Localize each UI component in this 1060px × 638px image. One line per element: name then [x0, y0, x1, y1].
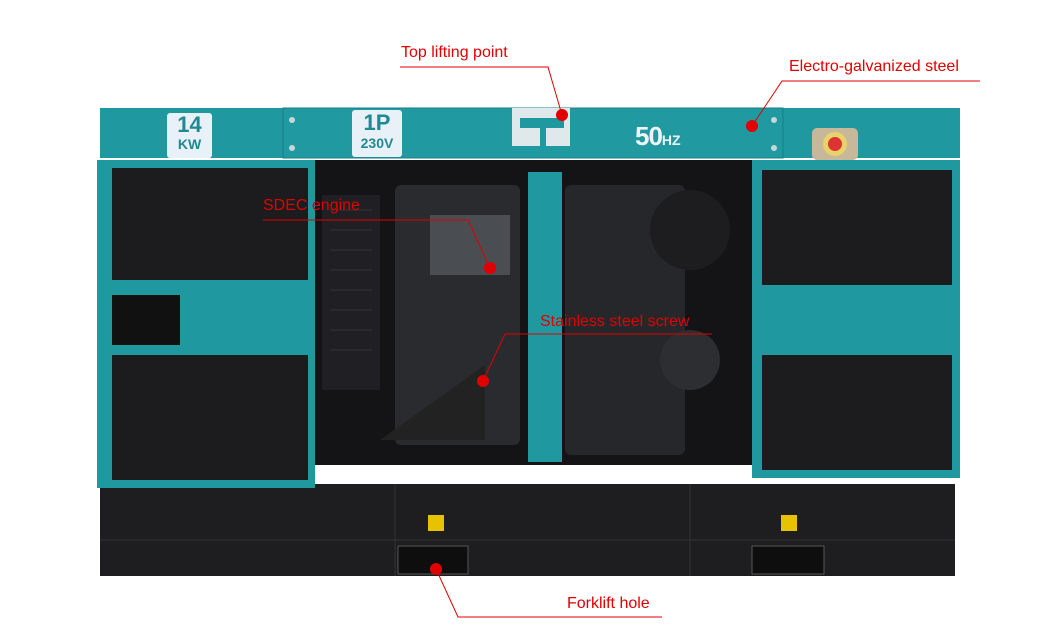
base-frame: [100, 484, 955, 576]
forklift-warning-sticker: [781, 515, 797, 531]
phase-badge: [352, 110, 402, 157]
engine-mount: [380, 365, 485, 440]
callout-sdec-engine: SDEC engine: [263, 197, 360, 214]
frequency-value: 50: [635, 121, 663, 151]
power-unit: KW: [177, 136, 202, 152]
callout-line-top-lifting: [400, 66, 563, 116]
alternator: [565, 185, 685, 455]
callout-dot: [746, 120, 758, 132]
callout-dot: [430, 563, 442, 575]
callout-forklift-hole: Forklift hole: [567, 595, 650, 612]
door-handle[interactable]: [112, 295, 180, 345]
callout-line-galvanized: [751, 80, 980, 127]
forklift-warning-sticker: [428, 515, 444, 531]
callout-line-screw: [482, 333, 712, 382]
frequency-label: 50HZ: [635, 121, 681, 152]
fan-pulley: [660, 330, 720, 390]
power-value: 14: [177, 112, 202, 137]
callout-line-forklift: [435, 568, 662, 618]
phase-badge-text: 1P 230V: [352, 110, 402, 151]
forklift-hole-right: [751, 545, 825, 575]
callout-line-sdec: [263, 219, 491, 269]
callout-electro-galvanized-steel: Electro-galvanized steel: [789, 58, 959, 75]
phase-value: 1P: [363, 110, 391, 135]
callout-dot: [484, 262, 496, 274]
power-badge: [167, 113, 212, 158]
voltage-value: 230V: [360, 135, 394, 151]
frequency-unit: HZ: [661, 132, 681, 148]
callout-top-lifting-point: Top lifting point: [401, 44, 508, 61]
power-badge-text: 14 KW: [167, 112, 212, 152]
air-filter: [650, 190, 730, 270]
callout-dot: [556, 109, 568, 121]
radiator: [322, 195, 380, 390]
center-pillar: [528, 172, 562, 462]
callout-stainless-steel-screw: Stainless steel screw: [540, 313, 690, 330]
callout-dot: [477, 375, 489, 387]
